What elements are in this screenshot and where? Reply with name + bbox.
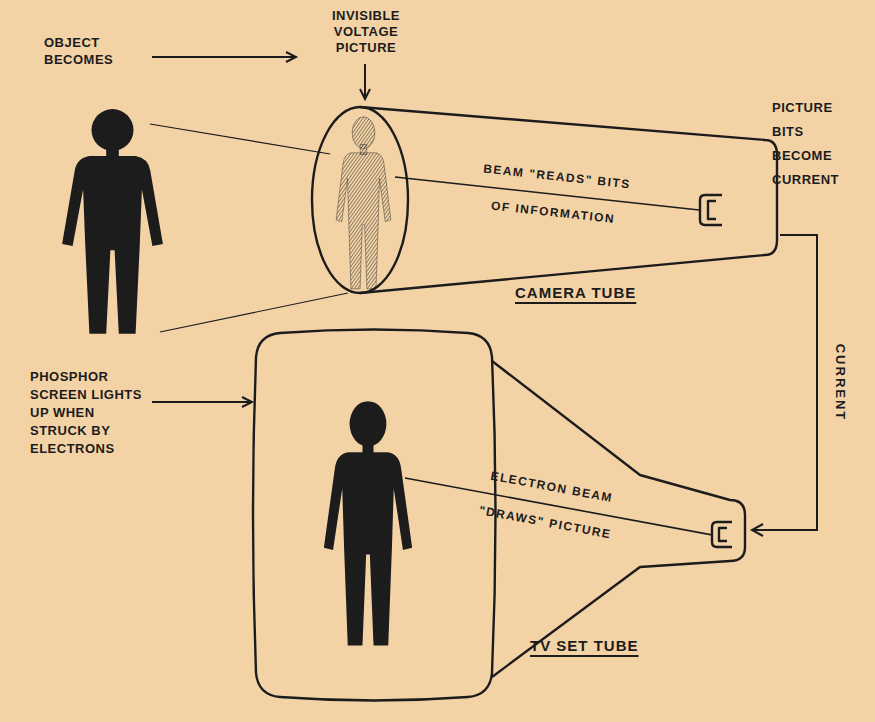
beam-caption: BEAM "READS" BITS OF INFORMATION bbox=[466, 149, 645, 239]
sight-line bbox=[150, 124, 330, 154]
camera-tube: BEAM "READS" BITS OF INFORMATION CAMERA T… bbox=[305, 100, 780, 325]
camera-face bbox=[312, 107, 408, 293]
beam-caption: ELECTRON BEAM "DRAWS" PICTURE bbox=[467, 455, 630, 553]
tube-outline-stroke bbox=[253, 330, 496, 701]
tube-outline-stroke bbox=[708, 201, 716, 219]
tube-outline-stroke bbox=[719, 528, 727, 541]
tube-outline-stroke bbox=[700, 195, 722, 225]
electron-beam: ELECTRON BEAM "DRAWS" PICTURE bbox=[398, 443, 718, 571]
callout-label: PHOSPHOR SCREEN LIGHTS UP WHEN STRUCK BY… bbox=[30, 368, 144, 458]
tube-title: TV SET TUBE bbox=[530, 637, 639, 654]
electron-beam: BEAM "READS" BITS OF INFORMATION bbox=[391, 141, 703, 246]
screen-figure bbox=[324, 401, 412, 645]
leader-arrow bbox=[152, 401, 252, 403]
leader-arrow bbox=[152, 56, 296, 58]
tv-set-tube: ELECTRON BEAM "DRAWS" PICTURE TV SET TUBE bbox=[250, 325, 752, 707]
connector-label: CURRENT bbox=[832, 344, 849, 422]
sight-line bbox=[160, 293, 348, 332]
signal-connector bbox=[752, 235, 817, 530]
object-figure bbox=[62, 109, 163, 334]
leader-arrow bbox=[364, 64, 366, 99]
tube-title: CAMERA TUBE bbox=[515, 284, 636, 301]
tube-outline-stroke bbox=[360, 107, 777, 293]
voltage-picture-figure bbox=[336, 117, 391, 289]
callout-label: INVISIBLE VOLTAGE PICTURE bbox=[316, 8, 416, 56]
tube-outline-stroke bbox=[712, 522, 732, 547]
callout-label: OBJECT BECOMES bbox=[44, 34, 148, 68]
callout-label: PICTURE BITS BECOME CURRENT bbox=[772, 96, 854, 192]
